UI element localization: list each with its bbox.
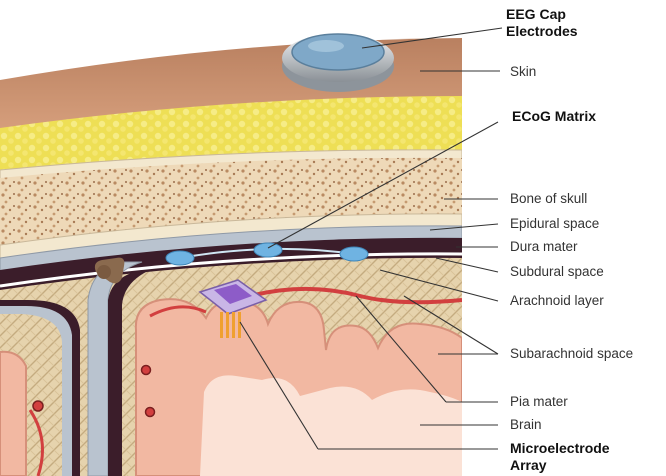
label-dura-mater: Dura mater [510,239,578,254]
label-microelectrode-array: Microelectrode Array [510,440,610,473]
fat-layer [0,96,462,175]
label-arachnoid-layer: Arachnoid layer [510,293,604,308]
ecog-electrode-3 [339,246,369,262]
ecog-electrode-2 [253,242,283,258]
label-pia-mater: Pia mater [510,394,568,409]
label-epidural-space: Epidural space [510,216,600,231]
microelectrode-array [198,279,268,338]
label-ecog-matrix: ECoG Matrix [512,108,597,124]
label-bone-of-skull: Bone of skull [510,191,588,206]
brain-left [0,350,27,476]
label-subdural-space: Subdural space [510,264,604,279]
ecog-electrode-1 [165,250,195,266]
falx [87,261,143,476]
leader-lines [239,27,503,450]
label-subarachnoid-space: Subarachnoid space [510,346,634,361]
label-brain: Brain [510,417,542,432]
label-eeg-cap-electrodes: EEG Cap Electrodes [506,6,578,39]
label-skin: Skin [510,64,537,79]
eeg-cap-electrode [282,33,394,92]
skull-bone [0,157,462,250]
